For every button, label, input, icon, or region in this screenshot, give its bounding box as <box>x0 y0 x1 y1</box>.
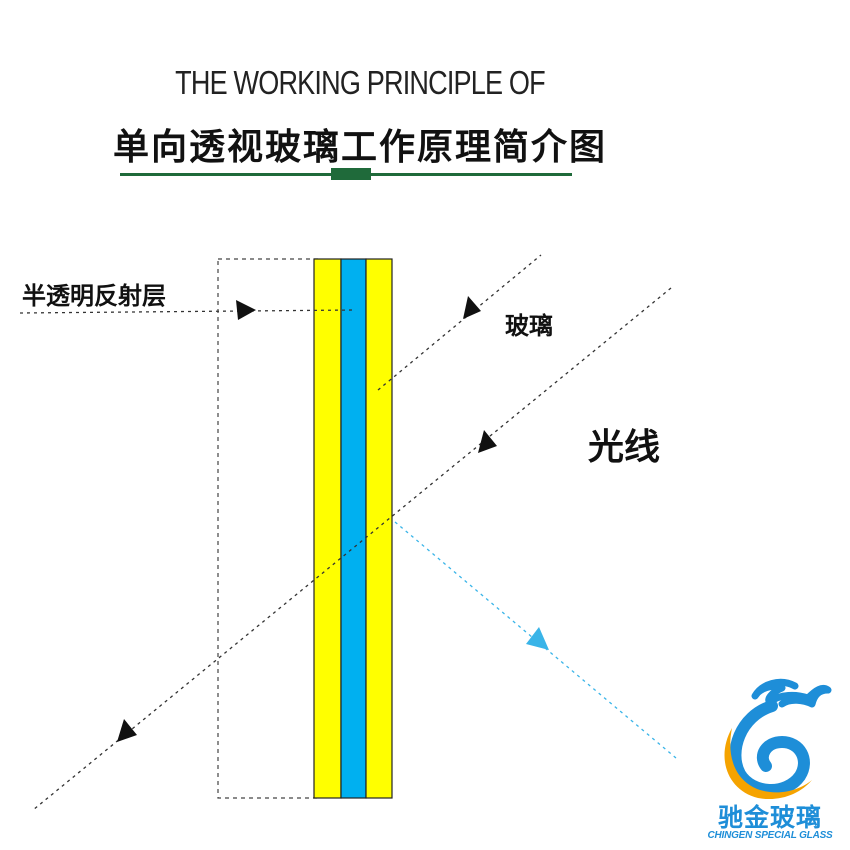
brand-logo-icon <box>724 678 832 800</box>
glass-pointer-line <box>377 254 542 391</box>
glass-layer-front <box>313 258 342 799</box>
incident-light-ray <box>32 287 672 811</box>
title-english: THE WORKING PRINCIPLE OF <box>175 64 546 101</box>
reflective-film-layer <box>340 258 367 799</box>
reflected-ray-arrow <box>526 627 549 650</box>
label-glass: 玻璃 <box>505 312 553 340</box>
incident-ray-arrow-top <box>478 430 497 453</box>
title-chinese: 单向透视玻璃工作原理简介图 <box>112 127 607 168</box>
label-light: 光线 <box>588 427 661 468</box>
brand-name-cn-text: 驰金玻璃 <box>717 803 822 832</box>
label-reflective-layer: 半透明反射层 <box>22 282 166 310</box>
title-underline-accent <box>331 168 371 180</box>
brand-name-english: CHINGEN SPECIAL GLASS <box>707 830 833 841</box>
brand-name-chinese: 驰金玻璃 <box>705 798 835 834</box>
glass-pointer-arrow <box>463 296 481 319</box>
reflective-layer-pointer-arrow <box>236 300 256 320</box>
reflective-layer-pointer-line <box>19 309 357 314</box>
incident-ray-arrow-bottom <box>117 719 137 742</box>
viewing-zone-outline <box>217 258 319 799</box>
glass-layer-back <box>365 258 393 799</box>
